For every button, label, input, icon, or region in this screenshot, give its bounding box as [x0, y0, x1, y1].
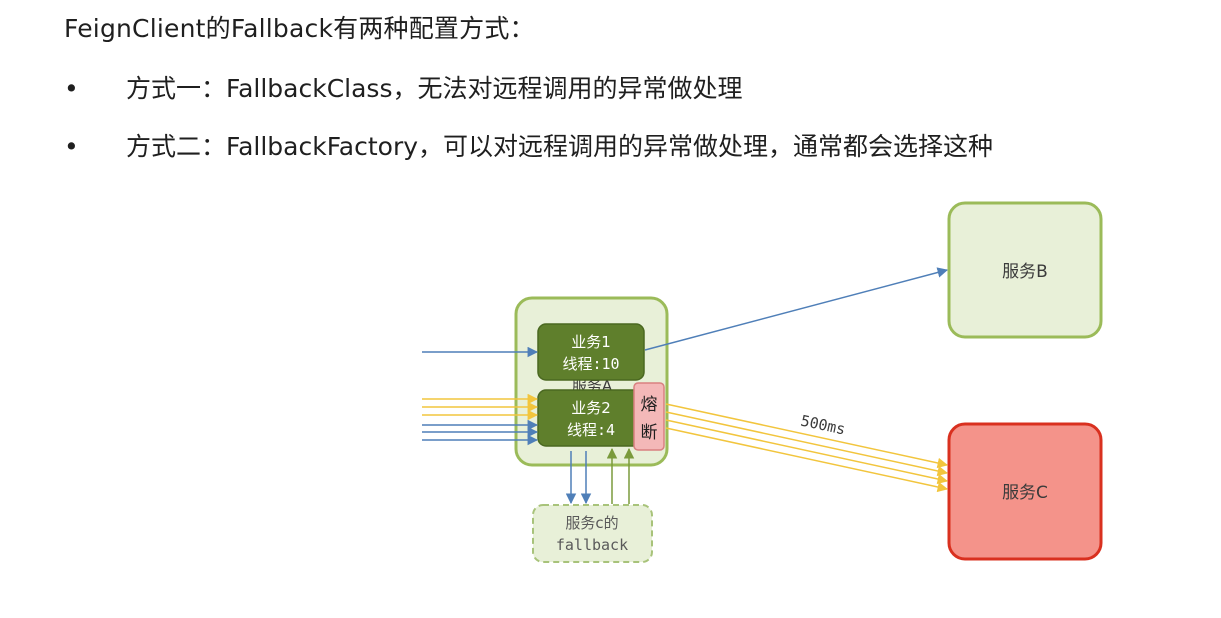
service-b-box: [947, 201, 1103, 339]
circuit-breaker-box: [633, 382, 665, 451]
business1-name: 业务1: [571, 333, 611, 351]
page-title: FeignClient的Fallback有两种配置方式：: [64, 14, 535, 43]
fallback-line2: fallback: [556, 536, 628, 554]
service-b-label: 服务B: [1002, 262, 1048, 282]
bullet-marker: •: [64, 132, 79, 161]
bullet-item-fallback-class: • 方式一：FallbackClass，无法对远程调用的异常做处理: [64, 72, 742, 106]
bullet-text: 方式二：FallbackFactory，可以对远程调用的异常做处理，通常都会选择…: [126, 132, 994, 161]
call-arrow-service-b: [644, 267, 949, 351]
fallback-box: [532, 504, 653, 563]
bullet-marker: •: [64, 74, 79, 103]
call-arrow-service-c-2: [665, 411, 949, 477]
business2-threads: 线程:4: [567, 421, 615, 439]
call-arrow-service-c-3: [665, 419, 949, 485]
call-arrow-service-c-1: [665, 403, 949, 469]
bullet-text: 方式一：FallbackClass，无法对远程调用的异常做处理: [126, 74, 743, 103]
fallback-line1: 服务c的: [565, 514, 618, 532]
service-c-box: [947, 422, 1103, 561]
call-arrow-service-c-4: [665, 427, 949, 493]
circuit-breaker-char1: 熔: [641, 395, 658, 415]
service-c-label: 服务C: [1002, 483, 1048, 503]
bullet-item-fallback-factory: • 方式二：FallbackFactory，可以对远程调用的异常做处理，通常都会选…: [64, 130, 993, 164]
circuit-breaker-char2: 断: [641, 423, 658, 443]
business2-name: 业务2: [571, 399, 611, 417]
business1-threads: 线程:10: [562, 355, 619, 373]
